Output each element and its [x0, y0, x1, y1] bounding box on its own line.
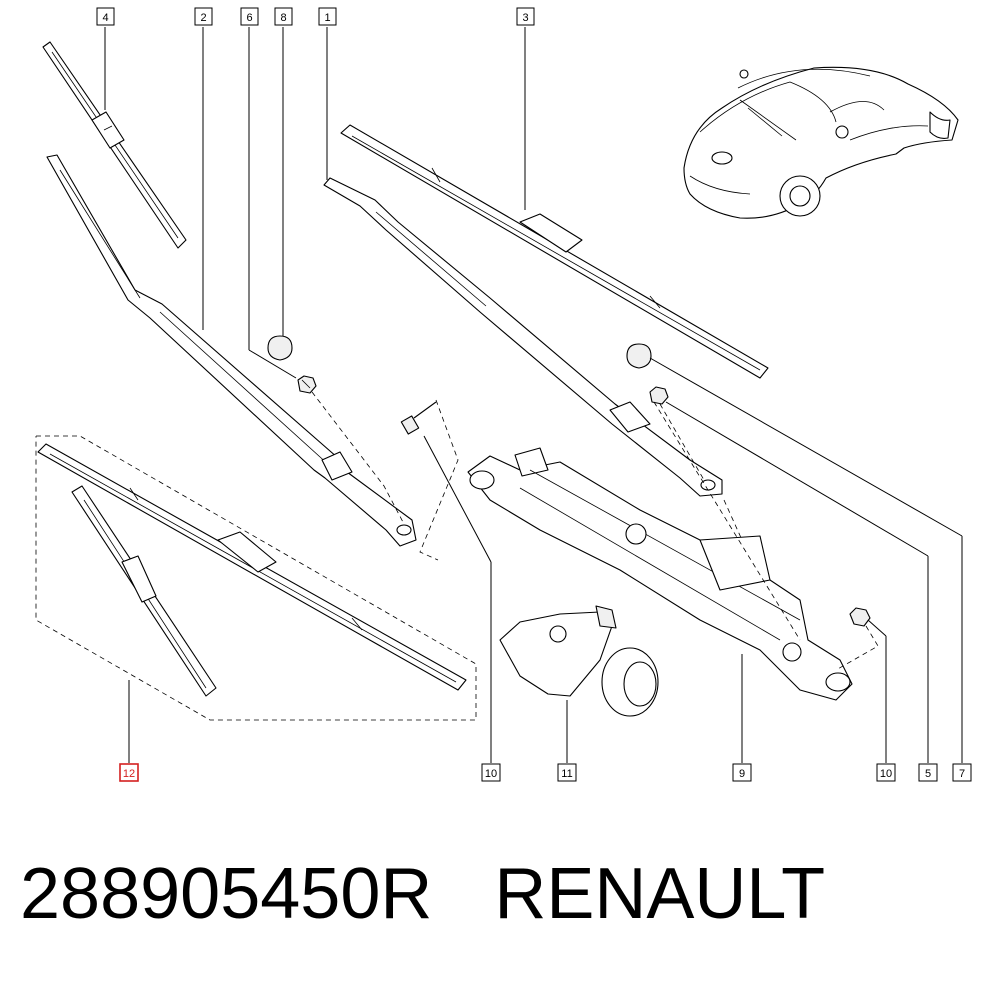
- linkage-nut: [849, 607, 871, 627]
- callout-label: 1: [324, 12, 330, 24]
- nut-cap-passenger: [267, 335, 293, 361]
- wiper-arm-passenger: [46, 154, 417, 547]
- callout-6[interactable]: 6: [240, 7, 259, 26]
- wiper-blade-driver: [340, 124, 769, 379]
- wiper-motor: [499, 605, 659, 717]
- callout-label: 3: [522, 12, 528, 24]
- callout-4[interactable]: 4: [96, 7, 115, 26]
- callout-label: 4: [102, 12, 108, 24]
- car-illustration: [683, 66, 959, 219]
- callout-7[interactable]: 7: [952, 763, 972, 782]
- callout-label: 12: [123, 768, 135, 780]
- callout-label: 10: [880, 768, 892, 780]
- callout-5[interactable]: 5: [918, 763, 938, 782]
- callout-label: 9: [739, 768, 745, 780]
- brand-name: RENAULT: [494, 854, 826, 934]
- leader-lines: [104, 27, 963, 763]
- wiper-blade-passenger: [42, 41, 187, 249]
- callout-label: 5: [925, 768, 931, 780]
- nut-driver: [649, 386, 669, 405]
- callout-3[interactable]: 3: [516, 7, 535, 26]
- callout-label: 8: [280, 12, 286, 24]
- nut-passenger: [297, 375, 317, 394]
- callout-label: 2: [200, 12, 206, 24]
- callout-label: 7: [959, 768, 965, 780]
- part-number: 288905450R: [20, 854, 433, 934]
- callout-2[interactable]: 2: [194, 7, 213, 26]
- nut-cap-driver: [626, 343, 652, 369]
- callout-10-nut[interactable]: 10: [876, 763, 896, 782]
- callout-11[interactable]: 11: [557, 763, 577, 782]
- callout-label: 11: [561, 768, 572, 780]
- callout-label: 10: [485, 768, 497, 780]
- callout-12-selected[interactable]: 12: [119, 763, 139, 782]
- wiper-linkage: [467, 447, 853, 701]
- callout-9[interactable]: 9: [732, 763, 752, 782]
- callout-label: 6: [246, 12, 252, 24]
- wiper-arm-driver: [323, 177, 723, 497]
- callout-8[interactable]: 8: [274, 7, 293, 26]
- callout-1[interactable]: 1: [318, 7, 337, 26]
- linkage-bolt: [400, 401, 437, 435]
- wiper-blade-kit: [35, 435, 477, 721]
- callout-10-bolt[interactable]: 10: [481, 763, 501, 782]
